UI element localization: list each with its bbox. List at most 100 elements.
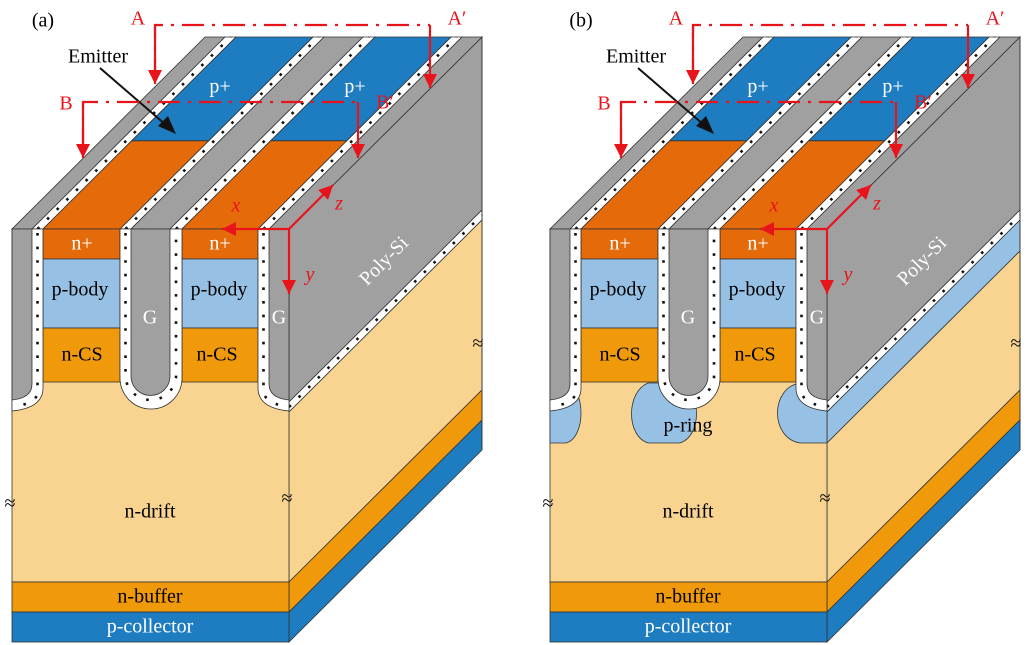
n-cs-region (580, 327, 659, 383)
panel-tag: (a) (32, 10, 54, 32)
top-oxide-dots (800, 36, 996, 230)
section-b-label: B (59, 93, 72, 115)
section-b-prime-arrow-head (351, 144, 365, 158)
section-a-label: A (669, 8, 684, 30)
top-p-plus-emitter (130, 36, 314, 142)
x-axis-label: x (231, 195, 241, 217)
p-collector-label: p-collector (107, 616, 194, 638)
n-buffer-label: n-buffer (117, 586, 182, 608)
p-plus-label: p+ (209, 76, 230, 98)
gate-label: G (143, 307, 157, 329)
p-body-region (580, 258, 659, 329)
gate-label: G (810, 307, 824, 329)
top-p-plus-emitter (269, 36, 452, 142)
break-mark: ≈ (473, 333, 484, 355)
top-oxide-dots (713, 36, 908, 230)
front-p-collector (11, 611, 290, 643)
n-cs-label: n-CS (196, 344, 237, 366)
n-drift-label: n-drift (662, 501, 714, 523)
n-plus-label: n+ (209, 233, 230, 255)
top-oxide-dots (175, 36, 370, 230)
emitter-label: Emitter (68, 46, 128, 68)
section-a-prime-arrow-head (961, 74, 975, 88)
section-a-arrow-head (148, 70, 162, 84)
section-a-prime-label: A′ (448, 8, 467, 30)
emitter-pointer-head (158, 116, 176, 134)
x-axis-arrow-head (222, 222, 236, 236)
p-body-label: p-body (191, 279, 248, 301)
n-buffer-label: n-buffer (655, 586, 720, 608)
front-oxide-dots (662, 233, 716, 402)
top-p-plus-emitter (668, 36, 852, 142)
n-cs-region (42, 327, 121, 383)
z-axis-arrow-head (318, 185, 333, 200)
break-mark: ≈ (5, 493, 16, 515)
right-face-oxide-dots (826, 214, 1021, 408)
break-mark: ≈ (820, 488, 831, 510)
n-cs-region (181, 327, 259, 383)
section-b-prime-label: B′ (376, 92, 394, 114)
section-b-label: B (597, 93, 610, 115)
section-a-label: A (131, 8, 146, 30)
n-cs-label: n-CS (599, 344, 640, 366)
p-body-region (42, 258, 121, 329)
p-ring-label: p-ring (664, 415, 713, 437)
top-oxide-dots (36, 36, 232, 230)
trench-gate (268, 228, 290, 401)
n-cs-label: n-CS (734, 344, 775, 366)
front-p-collector (549, 611, 828, 643)
top-oxide-dots (262, 36, 458, 230)
n-plus-region (42, 228, 121, 260)
emitter-label: Emitter (606, 46, 666, 68)
front-oxide-dots (124, 233, 178, 402)
n-plus-label: n+ (609, 233, 630, 255)
p-plus-label: p+ (882, 76, 903, 98)
n-plus-region (181, 228, 259, 260)
n-plus-label: n+ (71, 233, 92, 255)
top-oxide-dots (574, 36, 770, 230)
y-axis-arrow-head (282, 280, 296, 294)
section-b-prime-arrow-head (889, 144, 903, 158)
front-n-buffer (11, 581, 290, 613)
x-axis-label: x (769, 195, 779, 217)
trench-gate (549, 228, 571, 401)
section-b-arrow-head (76, 144, 90, 158)
break-mark: ≈ (543, 493, 554, 515)
right-face-oxide-dots (288, 214, 483, 408)
p-plus-label: p+ (747, 76, 768, 98)
p-plus-label: p+ (344, 76, 365, 98)
y-axis-arrow-head (820, 280, 834, 294)
trench-gate (11, 228, 33, 401)
panel-tag: (b) (569, 10, 592, 32)
n-plus-region (719, 228, 797, 260)
top-p-plus-emitter (807, 36, 990, 142)
n-cs-region (719, 327, 797, 383)
section-b-prime-label: B′ (914, 92, 932, 114)
n-plus-label: n+ (747, 233, 768, 255)
gate-label: G (272, 307, 286, 329)
emitter-pointer-head (696, 116, 714, 134)
emitter-pointer (99, 67, 167, 126)
n-drift-label: n-drift (124, 501, 176, 523)
z-axis-label: z (334, 193, 343, 215)
panel-a: n+ n+ p-body p-body n-CS n-CS G Gp+ p+ n-drift n-b… (5, 8, 484, 643)
section-a-prime-arrow-head (423, 74, 437, 88)
x-axis-arrow-head (760, 222, 774, 236)
p-collector-label: p-collector (645, 616, 732, 638)
p-body-label: p-body (590, 279, 647, 301)
section-a-arrow-head (686, 70, 700, 84)
break-mark: ≈ (1011, 333, 1022, 355)
gate-label: G (681, 307, 695, 329)
trench-gate (130, 228, 171, 396)
top-oxide-dots (662, 36, 858, 230)
trench-gate (806, 228, 828, 401)
z-axis-label: z (872, 193, 881, 215)
p-body-label: p-body (52, 279, 109, 301)
y-axis-label: y (842, 264, 853, 286)
top-oxide-dots (124, 36, 320, 230)
section-b-arrow-head (614, 144, 628, 158)
break-mark: ≈ (282, 488, 293, 510)
n-cs-label: n-CS (61, 344, 102, 366)
